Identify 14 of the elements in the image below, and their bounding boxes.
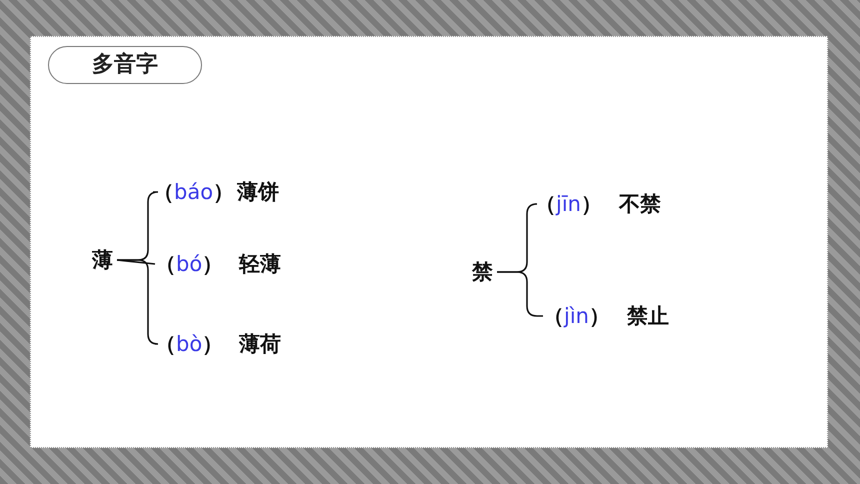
- pinyin-label: （bò）: [155, 331, 224, 358]
- word-label: 禁止: [627, 303, 669, 330]
- word-label: 轻薄: [239, 251, 281, 278]
- word-label: 不禁: [619, 191, 661, 218]
- word-label: 薄饼: [237, 179, 279, 206]
- character-label: 禁: [472, 258, 493, 286]
- character-label: 薄: [92, 246, 113, 274]
- pinyin-label: （jìn）: [543, 303, 611, 330]
- pinyin-label: （bó）: [155, 251, 224, 278]
- brace-line: [497, 271, 543, 317]
- pinyin-label: （báo）: [153, 179, 233, 206]
- pinyin-label: （jīn）: [535, 191, 603, 218]
- word-label: 薄荷: [239, 331, 281, 358]
- title-pill: 多音字: [48, 46, 202, 84]
